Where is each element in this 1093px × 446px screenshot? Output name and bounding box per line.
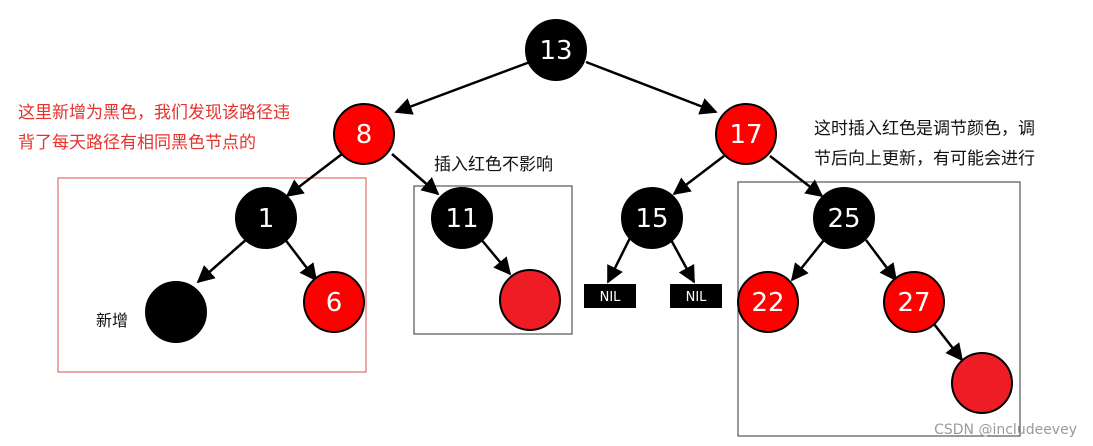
edge-8-1 bbox=[285, 153, 343, 198]
node-13-circle bbox=[525, 19, 587, 81]
node-22-label: 22 bbox=[751, 288, 784, 318]
node-17-label: 17 bbox=[729, 120, 762, 150]
left-violation-box bbox=[57, 177, 367, 373]
node-8: 8 bbox=[333, 103, 395, 165]
node-8-circle bbox=[333, 103, 395, 165]
nil-right: NIL bbox=[670, 284, 722, 308]
edge-1-newblack bbox=[196, 237, 249, 284]
left-violation-note-line-1: 这里新增为黑色，我们发现该路径违 bbox=[18, 103, 290, 123]
nil-left: NIL bbox=[584, 284, 636, 308]
node-1: 1 bbox=[235, 187, 297, 249]
edge-27-newred bbox=[933, 323, 964, 362]
node-new-red-under-11-circle bbox=[499, 269, 561, 331]
left-violation-note-line-2: 背了每天路径有相同黑色节点的 bbox=[18, 133, 256, 153]
node-1-label: 1 bbox=[258, 204, 275, 234]
node-11-circle bbox=[431, 187, 493, 249]
right-insert-note-line-2: 节后向上更新，有可能会进行 bbox=[814, 149, 1035, 169]
edge-13-8 bbox=[394, 60, 531, 115]
edge-25-22 bbox=[790, 239, 825, 282]
node-new-red-under-27-circle bbox=[951, 352, 1013, 414]
node-6: 6 bbox=[303, 271, 365, 333]
node-25-circle bbox=[813, 187, 875, 249]
node-25: 25 bbox=[813, 187, 875, 249]
node-6-label: 6 bbox=[326, 288, 343, 318]
new-node-label: 新增 bbox=[96, 311, 129, 330]
node-17-circle bbox=[715, 103, 777, 165]
node-27-label: 27 bbox=[897, 288, 930, 318]
edge-1-6 bbox=[283, 237, 318, 282]
node-6-circle bbox=[303, 271, 365, 333]
node-11-label: 11 bbox=[445, 204, 478, 234]
node-new-black-circle bbox=[145, 281, 207, 343]
nil-right-label: NIL bbox=[686, 290, 708, 305]
node-11: 11 bbox=[431, 187, 493, 249]
node-25-label: 25 bbox=[827, 204, 860, 234]
tree-edges bbox=[196, 60, 964, 362]
edge-8-11 bbox=[391, 153, 440, 196]
node-15-circle bbox=[621, 187, 683, 249]
node-17: 17 bbox=[715, 103, 777, 165]
right-insert-note-line-1: 这时插入红色是调节颜色，调 bbox=[814, 119, 1035, 139]
edge-11-newred bbox=[479, 237, 512, 276]
edge-25-27 bbox=[865, 239, 898, 282]
nil-left-label: NIL bbox=[600, 290, 622, 305]
node-13-label: 13 bbox=[539, 36, 572, 66]
csdn-watermark: CSDN @includeevey bbox=[934, 422, 1077, 438]
node-22-circle bbox=[737, 271, 799, 333]
nil-right-box bbox=[670, 284, 722, 308]
node-new-red-under-27 bbox=[951, 352, 1013, 414]
middle-insert-box bbox=[413, 185, 573, 335]
node-15-label: 15 bbox=[635, 204, 668, 234]
node-8-label: 8 bbox=[356, 120, 373, 150]
node-27-circle bbox=[883, 271, 945, 333]
edge-13-17 bbox=[585, 60, 718, 115]
node-new-black bbox=[145, 281, 207, 343]
nil-left-box bbox=[584, 284, 636, 308]
left-violation-note: 这里新增为黑色，我们发现该路径违 背了每天路径有相同黑色节点的 bbox=[18, 98, 290, 158]
node-1-circle bbox=[235, 187, 297, 249]
edge-15-nil-left bbox=[606, 237, 632, 284]
edge-17-15 bbox=[672, 155, 725, 196]
node-new-red-under-11 bbox=[499, 269, 561, 331]
node-15: 15 bbox=[621, 187, 683, 249]
node-22: 22 bbox=[737, 271, 799, 333]
node-13: 13 bbox=[525, 19, 587, 81]
middle-insert-note: 插入红色不影响 bbox=[434, 155, 553, 175]
edge-15-nil-right bbox=[668, 237, 696, 284]
node-27: 27 bbox=[883, 271, 945, 333]
edge-17-25 bbox=[769, 155, 824, 198]
right-insert-note: 这时插入红色是调节颜色，调 节后向上更新，有可能会进行 bbox=[814, 114, 1035, 174]
